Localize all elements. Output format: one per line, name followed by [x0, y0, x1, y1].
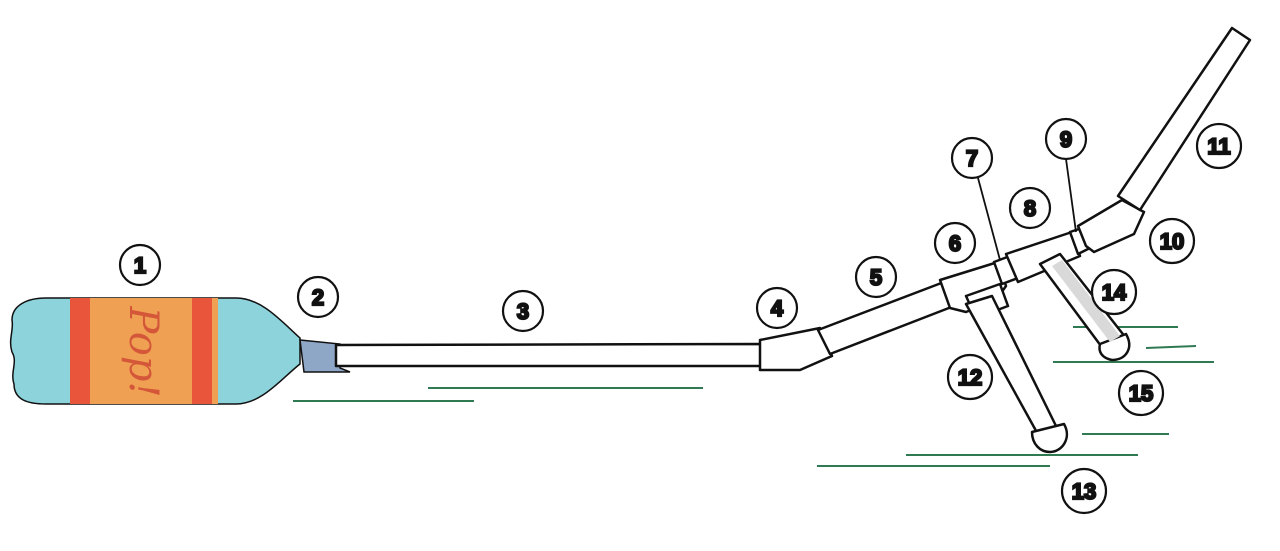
svg-text:9: 9	[1060, 127, 1072, 152]
label-stripe-left	[70, 298, 90, 404]
label-7: 7	[950, 136, 994, 180]
svg-text:10: 10	[1160, 229, 1184, 254]
svg-text:2: 2	[312, 285, 324, 310]
svg-text:6: 6	[949, 231, 961, 256]
long-pipe	[334, 342, 766, 368]
leader-lines	[977, 158, 1077, 261]
label-15: 15	[1117, 369, 1165, 417]
leader-7	[977, 177, 1001, 261]
svg-text:1: 1	[134, 253, 146, 278]
label-8: 8	[1008, 186, 1052, 230]
svg-text:13: 13	[1072, 479, 1096, 504]
end-cap-15	[1098, 332, 1131, 362]
label-13: 13	[1060, 467, 1108, 515]
label-stripe-right	[192, 298, 212, 404]
label-5: 5	[854, 255, 898, 299]
label-3: 3	[501, 289, 545, 333]
elbow-45-a	[758, 326, 834, 372]
svg-text:5: 5	[870, 265, 882, 290]
svg-text:11: 11	[1207, 134, 1230, 159]
svg-text:14: 14	[1102, 280, 1127, 305]
bottle-brand-text: Pop!	[120, 305, 166, 397]
label-14: 14	[1090, 268, 1138, 316]
leader-9	[1065, 158, 1077, 233]
svg-text:15: 15	[1129, 381, 1153, 406]
elbow-45-b	[1076, 198, 1146, 254]
label-6: 6	[933, 221, 977, 265]
upward-pipe	[1116, 26, 1252, 212]
label-11: 11	[1195, 122, 1243, 170]
second-tee	[1004, 230, 1082, 284]
label-4: 4	[755, 286, 799, 330]
label-9: 9	[1044, 117, 1088, 161]
svg-text:3: 3	[517, 299, 529, 324]
svg-text:7: 7	[966, 146, 978, 171]
label-12: 12	[946, 353, 994, 401]
ground-line	[1145, 345, 1197, 349]
svg-text:4: 4	[771, 296, 784, 321]
label-10: 10	[1148, 217, 1196, 265]
part-labels: 1 2 3 4 5 6 7 8 9 10 11 12 13 14 15	[118, 117, 1243, 515]
svg-text:12: 12	[958, 365, 982, 390]
svg-text:8: 8	[1024, 196, 1036, 221]
soda-bottle: Pop!	[9, 297, 301, 405]
label-2: 2	[296, 275, 340, 319]
end-cap-13	[1030, 422, 1069, 454]
label-1: 1	[118, 243, 162, 287]
leg-shading	[1052, 260, 1120, 342]
